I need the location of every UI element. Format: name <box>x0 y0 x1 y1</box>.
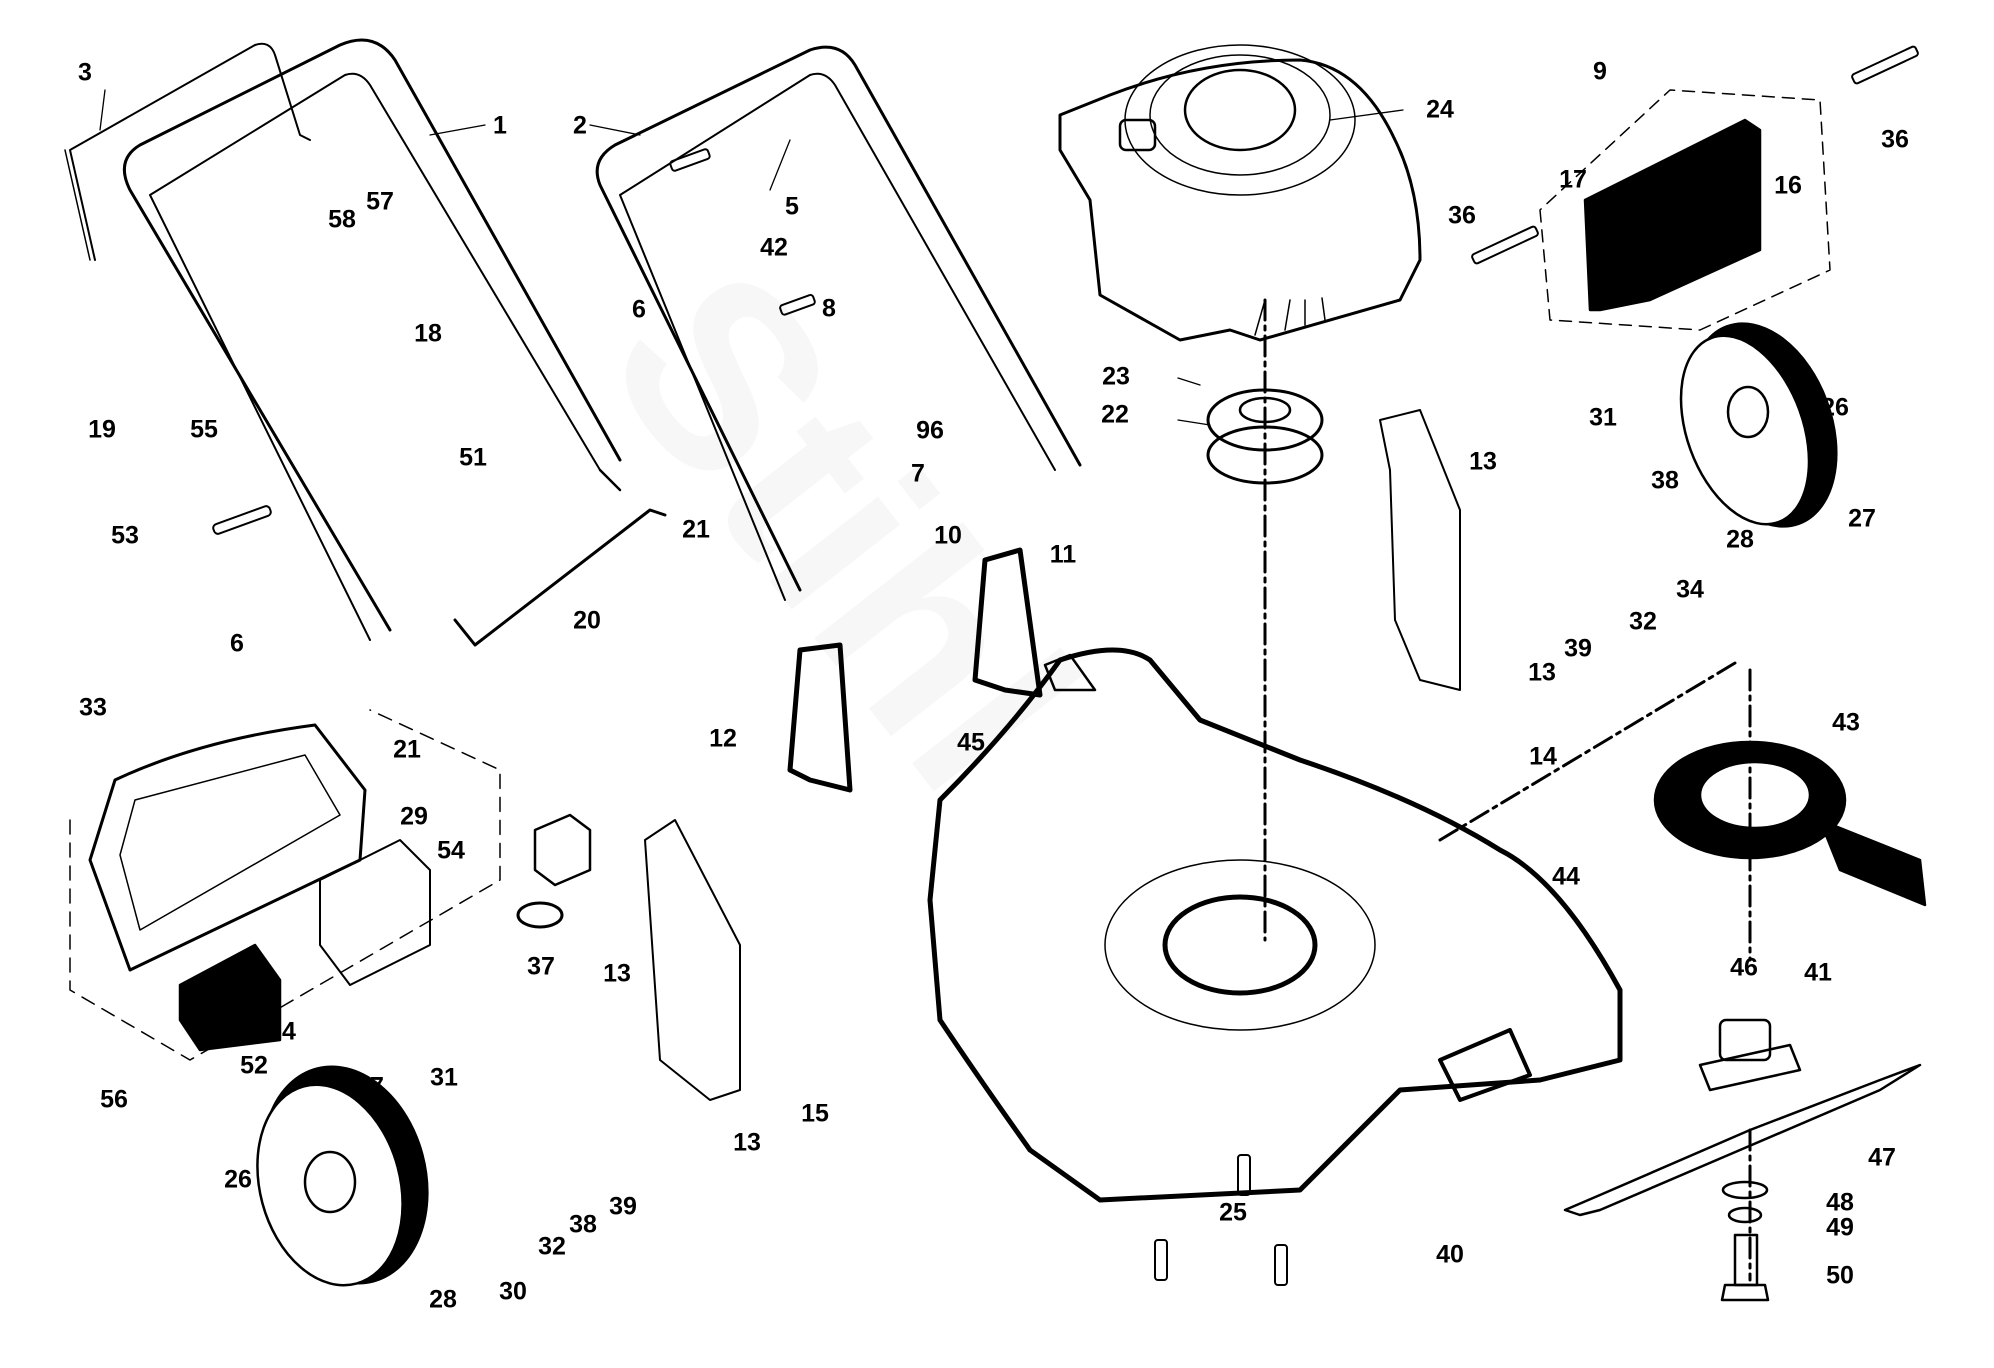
callout-14[interactable]: 14 <box>1529 742 1557 771</box>
callout-36-left[interactable]: 36 <box>1448 201 1476 230</box>
battery-box-part[interactable] <box>319 839 431 986</box>
callout-55[interactable]: 55 <box>190 415 218 444</box>
callout-12[interactable]: 12 <box>709 724 737 753</box>
callout-50[interactable]: 50 <box>1826 1261 1854 1290</box>
callout-39-left[interactable]: 39 <box>609 1192 637 1221</box>
charger-part[interactable] <box>516 813 592 929</box>
lower-handle-part[interactable] <box>595 45 1082 601</box>
callout-6-bottom[interactable]: 6 <box>230 629 244 658</box>
callout-41[interactable]: 41 <box>1804 958 1832 987</box>
callout-45[interactable]: 45 <box>957 728 985 757</box>
callout-57[interactable]: 57 <box>366 187 394 216</box>
callout-44[interactable]: 44 <box>1552 862 1580 891</box>
callout-1[interactable]: 1 <box>493 111 507 140</box>
callout-38-right[interactable]: 38 <box>1651 466 1679 495</box>
battery-part[interactable] <box>178 943 282 1052</box>
callout-22[interactable]: 22 <box>1101 400 1129 429</box>
deck-baffle-dashed-line <box>1438 658 1742 842</box>
deck-part[interactable] <box>927 647 1623 1203</box>
callout-21-top[interactable]: 21 <box>682 515 710 544</box>
control-bail-part[interactable] <box>64 42 311 261</box>
callout-31-left[interactable]: 31 <box>430 1063 458 1092</box>
callout-40[interactable]: 40 <box>1436 1240 1464 1269</box>
callout-27-right[interactable]: 27 <box>1848 504 1876 533</box>
rear-flap-part[interactable] <box>1539 89 1831 331</box>
callout-39-right[interactable]: 39 <box>1564 634 1592 663</box>
callout-18-top[interactable]: 18 <box>414 319 442 348</box>
callout-46[interactable]: 46 <box>1730 953 1758 982</box>
callout-8[interactable]: 8 <box>822 294 836 323</box>
callout-21-left[interactable]: 21 <box>393 735 421 764</box>
right-wheel-part[interactable] <box>1657 303 1863 547</box>
callout-4[interactable]: 4 <box>282 1017 296 1046</box>
callout-26-left[interactable]: 26 <box>224 1165 252 1194</box>
callout-34[interactable]: 34 <box>1676 575 1704 604</box>
callout-6-top[interactable]: 6 <box>632 295 646 324</box>
callout-51[interactable]: 51 <box>459 443 487 472</box>
callout-24[interactable]: 24 <box>1426 95 1454 124</box>
callout-13-right[interactable]: 13 <box>1528 658 1556 687</box>
callout-13-left-upper[interactable]: 13 <box>603 959 631 988</box>
left-wheel-part[interactable] <box>236 1048 451 1302</box>
callout-13-left-lower[interactable]: 13 <box>733 1128 761 1157</box>
callout-36-right[interactable]: 36 <box>1881 125 1909 154</box>
callout-49[interactable]: 49 <box>1826 1213 1854 1242</box>
callout-37[interactable]: 37 <box>527 952 555 981</box>
callout-29[interactable]: 29 <box>400 802 428 831</box>
callout-47[interactable]: 47 <box>1868 1143 1896 1172</box>
callout-10[interactable]: 10 <box>934 521 962 550</box>
callout-11[interactable]: 11 <box>1049 540 1077 569</box>
leader-lines <box>99 89 1404 426</box>
blade-adapter-part[interactable] <box>1698 1018 1802 1092</box>
baffle-part[interactable] <box>1653 740 1927 907</box>
callout-96[interactable]: 96 <box>916 416 944 445</box>
plate-part[interactable] <box>1043 653 1097 692</box>
callout-25[interactable]: 25 <box>1219 1198 1247 1227</box>
callout-43[interactable]: 43 <box>1832 708 1860 737</box>
bracket-left-part[interactable] <box>787 642 853 793</box>
battery-cover-part[interactable] <box>88 723 367 972</box>
callout-30[interactable]: 30 <box>499 1277 527 1306</box>
callout-20[interactable]: 20 <box>573 606 601 635</box>
callout-52[interactable]: 52 <box>240 1051 268 1080</box>
callout-2[interactable]: 2 <box>573 111 587 140</box>
callout-19[interactable]: 19 <box>88 415 116 444</box>
upper-handle-part[interactable] <box>122 38 622 641</box>
callout-31-right[interactable]: 31 <box>1589 403 1617 432</box>
callout-58[interactable]: 58 <box>328 205 356 234</box>
callout-53[interactable]: 53 <box>111 521 139 550</box>
engine-part[interactable] <box>1058 44 1422 342</box>
callout-33[interactable]: 33 <box>79 693 107 722</box>
callout-17[interactable]: 17 <box>1559 165 1587 194</box>
callout-3[interactable]: 3 <box>78 58 92 87</box>
fasteners <box>212 45 1919 1286</box>
callout-9[interactable]: 9 <box>1593 57 1607 86</box>
callout-23[interactable]: 23 <box>1102 362 1130 391</box>
callout-28-left[interactable]: 28 <box>429 1285 457 1314</box>
height-adjuster-right-part[interactable] <box>1379 409 1461 691</box>
callout-48[interactable]: 48 <box>1826 1188 1854 1217</box>
callout-7[interactable]: 7 <box>911 459 925 488</box>
bracket-right-part[interactable] <box>972 547 1043 698</box>
callout-15[interactable]: 15 <box>801 1099 829 1128</box>
blade-part[interactable] <box>1563 1063 1922 1282</box>
callout-13-upper-right[interactable]: 13 <box>1469 447 1497 476</box>
callout-26-right[interactable]: 26 <box>1821 393 1849 422</box>
rod-part[interactable] <box>453 508 667 647</box>
callout-38-left[interactable]: 38 <box>569 1210 597 1239</box>
callout-32-left[interactable]: 32 <box>538 1232 566 1261</box>
callout-56[interactable]: 56 <box>100 1085 128 1114</box>
callout-5[interactable]: 5 <box>785 192 799 221</box>
callout-16[interactable]: 16 <box>1774 171 1802 200</box>
callout-42[interactable]: 42 <box>760 233 788 262</box>
callout-32-right[interactable]: 32 <box>1629 607 1657 636</box>
callout-54[interactable]: 54 <box>437 836 465 865</box>
blade-bolt-part[interactable] <box>1720 1180 1770 1302</box>
callout-28-right[interactable]: 28 <box>1726 525 1754 554</box>
battery-kit-boundary <box>69 709 501 1061</box>
height-adjuster-left-part[interactable] <box>644 819 741 1101</box>
callout-27-left[interactable]: 27 <box>356 1072 384 1101</box>
